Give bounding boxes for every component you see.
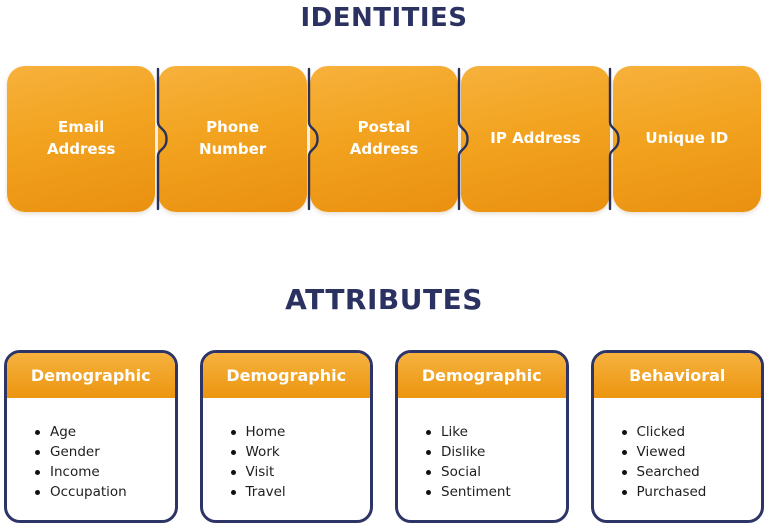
attribute-card-demographic-2: Demographic Home Work Visit Travel xyxy=(199,350,373,523)
list-item: Purchased xyxy=(621,482,754,502)
identity-piece-label: Email Address xyxy=(46,118,116,158)
list-item: Searched xyxy=(621,462,754,482)
identity-piece-label: Postal Address xyxy=(349,118,419,158)
identity-piece-unique-id: Unique ID xyxy=(612,66,762,212)
identity-piece-label: Phone Number xyxy=(199,118,267,158)
list-item: Sentiment xyxy=(426,482,558,502)
attribute-list: Home Work Visit Travel xyxy=(203,398,371,502)
attribute-list: Like Dislike Social Sentiment xyxy=(398,398,566,502)
attribute-card-title: Demographic xyxy=(226,366,347,385)
list-item: Social xyxy=(426,462,558,482)
list-item: Occupation xyxy=(35,482,167,502)
list-item: Gender xyxy=(35,442,167,462)
attribute-card-title: Behavioral xyxy=(629,366,726,385)
attribute-card-behavioral: Behavioral Clicked Viewed Searched Purch… xyxy=(590,350,764,523)
list-item: Travel xyxy=(230,482,363,502)
attribute-card-title: Demographic xyxy=(30,366,151,385)
list-item: Visit xyxy=(230,462,363,482)
attribute-list: Age Gender Income Occupation xyxy=(7,398,175,502)
list-item: Work xyxy=(230,442,363,462)
attributes-cards-row: Demographic Age Gender Income Occupation… xyxy=(4,350,764,523)
list-item: Viewed xyxy=(621,442,754,462)
attributes-section-title: ATTRIBUTES xyxy=(285,283,483,316)
identity-piece-postal-address: Postal Address xyxy=(309,66,459,212)
list-item: Income xyxy=(35,462,167,482)
list-item: Like xyxy=(426,422,558,442)
list-item: Age xyxy=(35,422,167,442)
attribute-list: Clicked Viewed Searched Purchased xyxy=(594,398,762,502)
identities-puzzle-strip: Email Address Phone Number Postal Addres… xyxy=(7,66,762,212)
list-item: Clicked xyxy=(621,422,754,442)
identity-piece-phone-number: Phone Number xyxy=(158,66,307,212)
attribute-card-header: Demographic xyxy=(398,353,566,398)
attribute-card-demographic-3: Demographic Like Dislike Social Sentimen… xyxy=(395,350,569,523)
identity-piece-email-address: Email Address xyxy=(7,66,156,212)
attribute-card-title: Demographic xyxy=(421,366,542,385)
identity-piece-ip-address: IP Address xyxy=(461,66,610,212)
attribute-card-header: Behavioral xyxy=(593,353,761,398)
list-item: Dislike xyxy=(426,442,558,462)
list-item: Home xyxy=(230,422,363,442)
attribute-card-header: Demographic xyxy=(202,353,370,398)
identity-piece-label: IP Address xyxy=(490,129,581,148)
identities-section-title: IDENTITIES xyxy=(300,3,468,33)
attribute-card-demographic-1: Demographic Age Gender Income Occupation xyxy=(4,350,178,523)
attribute-card-header: Demographic xyxy=(7,353,175,398)
identity-piece-label: Unique ID xyxy=(645,129,729,148)
